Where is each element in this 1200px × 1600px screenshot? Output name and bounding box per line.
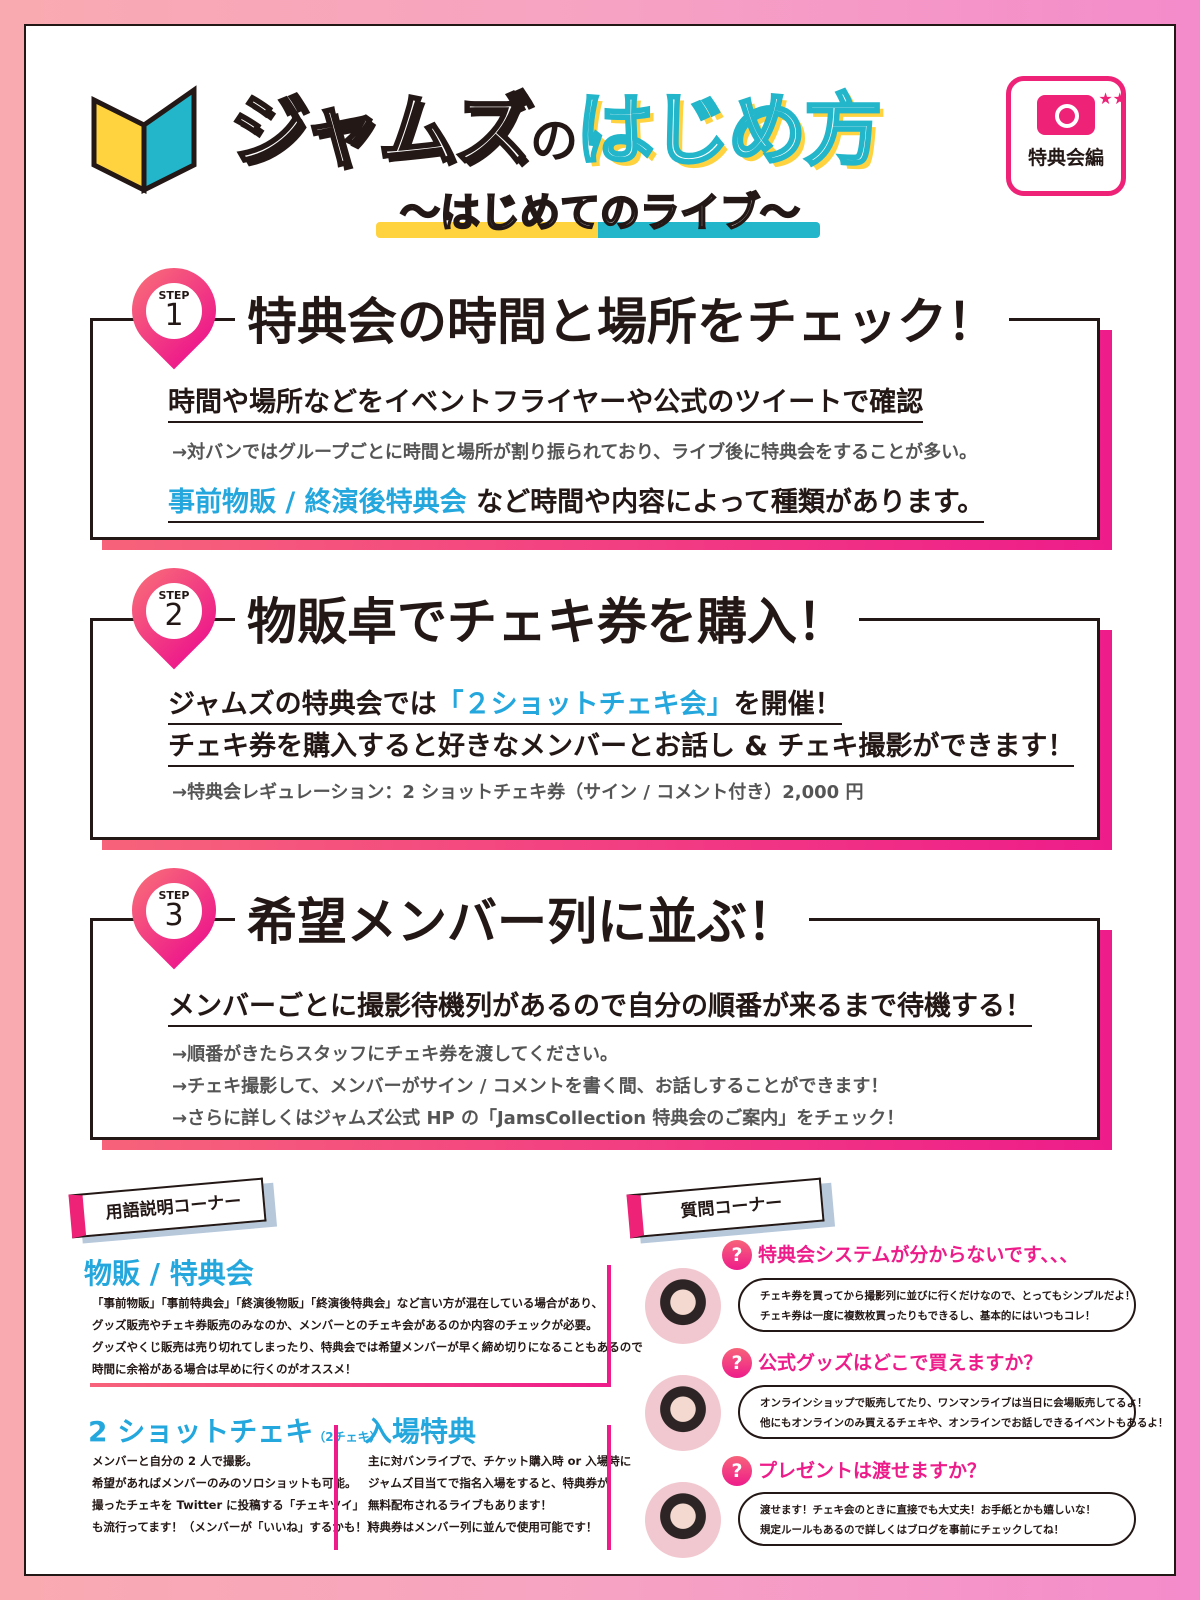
step-2-lead: ジャムズの特典会では「２ショットチェキ会」を開催！ — [168, 682, 842, 725]
step-2-note: →特典会レギュレーション：2 ショットチェキ券（サイン / コメント付き）2,0… — [172, 782, 864, 803]
camera-icon — [1037, 95, 1095, 135]
answer-bubble: チェキ券を買ってから撮影列に並びに行くだけなので、とってもシンプルだよ！チェキ券… — [738, 1278, 1136, 1332]
step-1-title: 特典会の時間と場所をチェック！ — [235, 282, 1009, 354]
subtitle-underline — [376, 222, 820, 238]
glossary-term: 物販 / 特典会 — [84, 1257, 254, 1290]
step-3-box — [90, 918, 1100, 1140]
step-3-note: →さらに詳しくはジャムズ公式 HP の「JamsCollection 特典会のご… — [172, 1108, 905, 1129]
step-3-lead: メンバーごとに撮影待機列があるので自分の順番が来るまで待機する！ — [168, 984, 1032, 1027]
question-icon: ? — [722, 1456, 752, 1486]
step-2-box — [90, 618, 1100, 840]
step-3-note: →順番がきたらスタッフにチェキ券を渡してください。 — [172, 1044, 618, 1065]
faq-question: ?特典会システムが分からないです、、、 — [722, 1240, 1078, 1270]
divider — [334, 1425, 338, 1550]
member-avatar — [645, 1482, 721, 1558]
subtitle: 〜はじめてのライブ〜 — [399, 189, 801, 237]
faq-question: ?公式グッズはどこで買えますか？ — [722, 1348, 1042, 1378]
page-title: ジャムズのはじめ方 — [228, 85, 883, 178]
step-2-lead2: チェキ券を購入すると好きなメンバーとお話し & チェキ撮影ができます！ — [168, 724, 1075, 767]
divider — [607, 1265, 611, 1387]
question-icon: ? — [722, 1348, 752, 1378]
step-1-box — [90, 318, 1100, 540]
member-avatar — [645, 1375, 721, 1451]
step-2-title: 物販卓でチェキ券を購入！ — [235, 582, 859, 654]
step-1-lead2: 事前物販 / 終演後特典会 など時間や内容によって種類があります。 — [168, 480, 985, 523]
glossary-term: 2 ショットチェキ（2チェキ） — [88, 1415, 382, 1448]
step-1-lead: 時間や場所などをイベントフライヤーや公式のツイートで確認 — [168, 380, 924, 423]
step-3-title: 希望メンバー列に並ぶ！ — [235, 882, 809, 954]
member-avatar — [645, 1268, 721, 1344]
glossary-body: 「事前物販」「事前特典会」「終演後物販」「終演後特典会」など言い方が混在している… — [92, 1296, 643, 1376]
divider — [90, 1383, 611, 1387]
glossary-term: 入場特典 — [364, 1415, 477, 1448]
sparkle-icon: ★★ — [1098, 89, 1127, 108]
divider — [607, 1425, 611, 1550]
glossary-body: メンバーと自分の 2 人で撮影。希望があればメンバーのみのソロショットも可能。撮… — [92, 1454, 379, 1534]
answer-bubble: 渡せます！チェキ会のときに直接でも大丈夫！お手紙とかも嬉しいな！規定ルールもある… — [738, 1492, 1136, 1546]
faq-question: ?プレゼントは渡せますか？ — [722, 1456, 986, 1486]
edition-badge: ★★ 特典会編 — [1006, 76, 1127, 196]
step-3-note: →チェキ撮影して、メンバーがサイン / コメントを書く間、お話しすることができま… — [172, 1076, 889, 1097]
question-icon: ? — [722, 1240, 752, 1270]
beginner-mark-icon — [91, 85, 197, 195]
glossary-body: 主に対バンライブで、チケット購入時 or 入場時にジャムズ目当てで指名入場をする… — [368, 1454, 632, 1534]
answer-bubble: オンラインショップで販売してたり、ワンマンライブは当日に会場販売してるよ！他にも… — [738, 1385, 1168, 1439]
step-1-note: →対バンではグループごとに時間と場所が割り振られており、ライブ後に特典会をするこ… — [172, 442, 978, 463]
